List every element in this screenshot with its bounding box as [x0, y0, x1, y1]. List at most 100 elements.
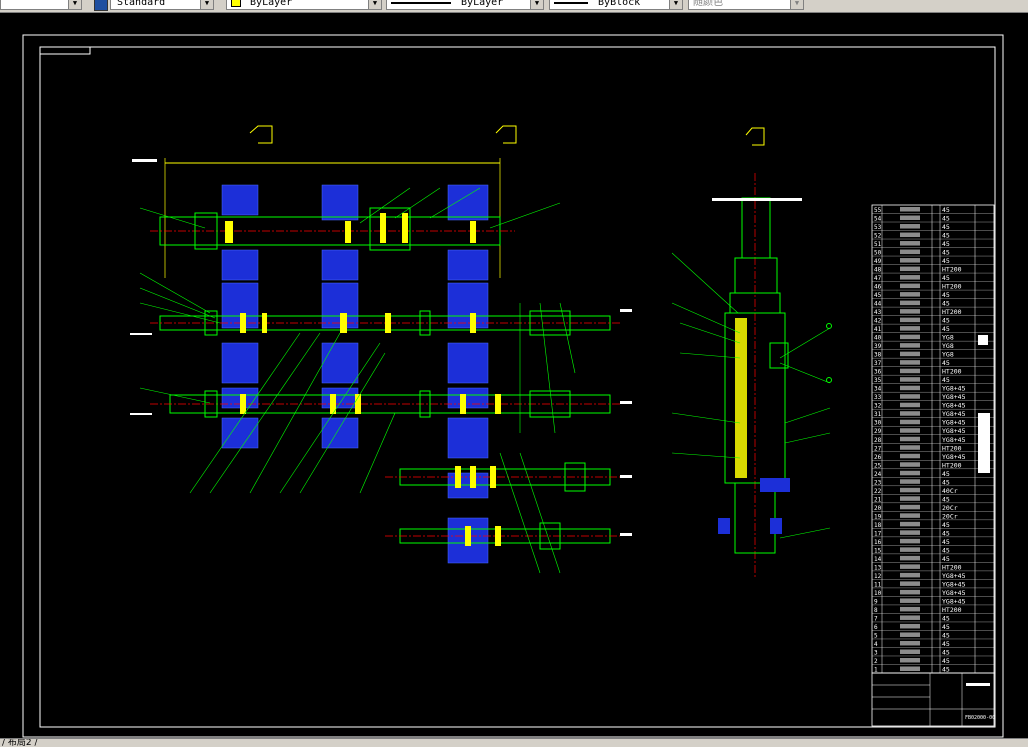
table-row-material: 45	[942, 546, 950, 554]
table-row-number: 44	[874, 301, 882, 308]
table-row-number: 26	[874, 454, 882, 461]
table-row-material: 40Cr	[942, 487, 958, 495]
table-row-material: 45	[942, 666, 950, 674]
table-row-part-name	[900, 504, 920, 510]
drawing-number: FB02000-00	[965, 715, 995, 721]
table-row-number: 12	[874, 573, 882, 580]
table-row-number: 32	[874, 403, 882, 410]
view-label-a	[249, 125, 273, 144]
table-row-part-name	[900, 521, 920, 527]
table-row-material: HT200	[942, 283, 962, 291]
table-row-part-name	[900, 283, 920, 289]
table-row-number: 21	[874, 496, 882, 503]
table-row-number: 36	[874, 369, 882, 376]
table-row-material: YG8+45	[942, 419, 966, 427]
table-row-material: YG8+45	[942, 597, 966, 605]
table-row-number: 39	[874, 343, 882, 350]
table-row-part-name	[900, 377, 920, 382]
table-row-material: YG8	[942, 351, 954, 359]
table-row-number: 50	[874, 250, 882, 257]
table-row-material: 45	[942, 291, 950, 299]
table-row-number: 47	[874, 275, 882, 282]
linetype-dropdown[interactable]: ByLayer ▼	[386, 0, 544, 10]
table-row-part-name	[900, 649, 920, 654]
table-row-material: 45	[942, 657, 950, 665]
table-row-material: YG8+45	[942, 385, 966, 393]
table-row-number: 37	[874, 360, 882, 367]
color-dropdown[interactable]: ByLayer ▼	[226, 0, 382, 10]
table-row-part-name	[900, 623, 920, 629]
table-row-part-name	[900, 402, 920, 408]
table-row-material: 45	[942, 376, 950, 384]
table-row-material: YG8+45	[942, 427, 966, 435]
table-row-material: 45	[942, 648, 950, 656]
table-row-material: YG8+45	[942, 402, 966, 410]
table-row-material: HT200	[942, 266, 962, 274]
plot-style-dropdown[interactable]: 随颜色 ▼	[688, 0, 804, 10]
table-row-material: 45	[942, 359, 950, 367]
table-row-material: 45	[942, 555, 950, 563]
table-row-part-name	[900, 487, 920, 493]
table-row-part-name	[900, 360, 920, 365]
table-row-part-name	[900, 615, 920, 620]
table-row-material: 45	[942, 495, 950, 503]
properties-toolbar: ▼ Standard ▼ ByLayer ▼ ByLayer ▼ ByBlock…	[0, 0, 1028, 13]
table-row-part-name	[900, 470, 920, 476]
table-row-number: 27	[874, 445, 882, 452]
table-row-number: 16	[874, 539, 882, 546]
table-row-part-name	[900, 632, 920, 637]
table-row-material: 45	[942, 240, 950, 248]
table-row-part-name	[900, 496, 920, 501]
table-row-part-name	[900, 419, 920, 425]
table-row-part-name	[900, 215, 920, 221]
table-row-part-name	[900, 513, 920, 518]
table-row-material: 45	[942, 623, 950, 631]
table-row-part-name	[900, 462, 920, 467]
table-row-part-name	[900, 453, 920, 459]
lineweight-value: ByBlock	[598, 0, 641, 8]
table-row-number: 19	[874, 513, 882, 520]
table-row-number: 35	[874, 377, 882, 384]
chevron-down-icon: ▼	[790, 0, 803, 9]
plot-style-value: 随颜色	[693, 0, 723, 8]
text-style-dropdown[interactable]: Standard ▼	[110, 0, 214, 10]
table-row-part-name	[900, 334, 920, 340]
table-row-part-name	[900, 326, 920, 331]
table-row-number: 5	[874, 632, 878, 639]
gearbox-section-view	[130, 158, 632, 574]
text-style-value: Standard	[117, 0, 166, 8]
table-row-number: 23	[874, 479, 882, 486]
table-row-material: 45	[942, 215, 950, 223]
table-row-part-name	[900, 564, 920, 569]
table-row-number: 33	[874, 394, 882, 401]
table-row-number: 4	[874, 641, 878, 648]
chevron-down-icon: ▼	[530, 0, 543, 9]
table-row-part-name	[900, 258, 920, 263]
table-row-number: 45	[874, 292, 882, 299]
table-row-material: 45	[942, 470, 950, 478]
table-row-number: 2	[874, 658, 878, 665]
table-row-material: YG8+45	[942, 453, 966, 461]
layout-tab[interactable]: / 布局2 /	[2, 738, 38, 747]
table-row-material: YG8+45	[942, 436, 966, 444]
drawing-canvas[interactable]: 554554455345524551455045494548HT20047454…	[0, 13, 1028, 738]
table-row-number: 25	[874, 462, 882, 469]
layer-dropdown[interactable]: ▼	[0, 0, 82, 10]
lineweight-dropdown[interactable]: ByBlock ▼	[549, 0, 683, 10]
table-row-material: YG8+45	[942, 410, 966, 418]
table-row-part-name	[900, 555, 920, 561]
table-row-part-name	[900, 266, 920, 272]
table-row-number: 22	[874, 488, 882, 495]
text-style-icon[interactable]	[94, 0, 108, 11]
table-row-material: 45	[942, 521, 950, 529]
table-row-material: HT200	[942, 444, 962, 452]
table-row-part-name	[900, 572, 920, 578]
table-row-number: 3	[874, 649, 878, 656]
chevron-down-icon: ▼	[68, 0, 81, 9]
linetype-value: ByLayer	[461, 0, 504, 8]
chevron-down-icon: ▼	[200, 0, 213, 9]
table-row-number: 38	[874, 352, 882, 359]
table-row-material: 45	[942, 317, 950, 325]
table-row-material: YG8	[942, 334, 954, 342]
